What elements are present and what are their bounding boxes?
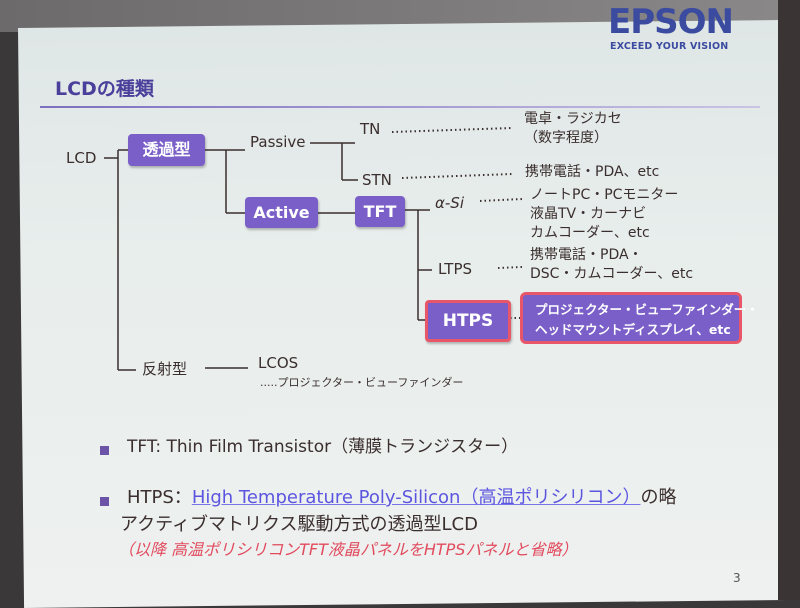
uses-tn: 電卓・ラジカセ （数字程度） [524,110,622,148]
node-lcd: LCD [66,149,97,167]
uses-htps-line: プロジェクター・ビューファインダー・ [535,302,759,317]
node-ltps: LTPS [438,260,473,278]
note-tft: TFT: Thin Film Transistor（薄膜トランジスター） [127,437,519,457]
uses-lcos: .....プロジェクター・ビューファインダー [260,376,464,389]
note-htps-prefix: HTPS： [127,487,192,508]
uses-htps-line: ヘッドマウントディスプレイ、etc [535,322,731,337]
uses-asi-line: カムコーダー、etc [530,225,650,241]
note-htps-line3: （以降 高温ポリシリコンTFT液晶パネルをHTPSパネルと省略） [118,540,578,559]
epson-logo: EPSON [608,2,734,42]
note-htps-link[interactable]: High Temperature Poly-Silicon（高温ポリシリコン） [191,487,641,508]
uses-htps: プロジェクター・ビューファインダー・ ヘッドマウントディスプレイ、etc [520,292,759,344]
bullet-icon [100,497,109,506]
uses-ltps-line: 携帯電話・PDA・ [530,247,643,263]
uses-asi: ノートPC・PCモニター 液晶TV・カーナビ カムコーダー、etc [530,186,678,243]
page-number: 3 [733,571,741,585]
uses-tn-line: （数字程度） [524,130,608,146]
logo-tagline: EXCEED YOUR VISION [610,41,729,52]
uses-tn-line: 電卓・ラジカセ [524,111,622,127]
note-htps-suffix: の略 [640,487,677,508]
node-lcos: LCOS [258,354,299,372]
slide-title: LCDの種類 [55,78,154,100]
bullet-icon [100,446,109,455]
node-tn: TN [360,120,381,138]
title-rule [40,106,760,108]
uses-asi-line: ノートPC・PCモニター [530,187,679,203]
node-passive: Passive [250,133,306,151]
node-tft: TFT [355,196,405,227]
node-asi: α-Si [435,194,464,212]
node-active: Active [245,197,318,228]
node-reflective: 反射型 [142,360,188,378]
uses-asi-line: 液晶TV・カーナビ [530,206,647,222]
note-htps: HTPS：High Temperature Poly-Silicon（高温ポリシ… [127,487,676,509]
node-transmissive: 透過型 [128,134,205,166]
node-htps: HTPS [425,300,511,342]
uses-stn: 携帯電話・PDA、etc [525,164,660,180]
screen-right-edge [778,0,800,600]
note-htps-line2: アクティブマトリクス駆動方式の透過型LCD [120,514,478,535]
uses-ltps-line: DSC・カムコーダー、etc [530,266,694,282]
uses-ltps: 携帯電話・PDA・ DSC・カムコーダー、etc [530,246,693,284]
node-stn: STN [362,171,392,189]
